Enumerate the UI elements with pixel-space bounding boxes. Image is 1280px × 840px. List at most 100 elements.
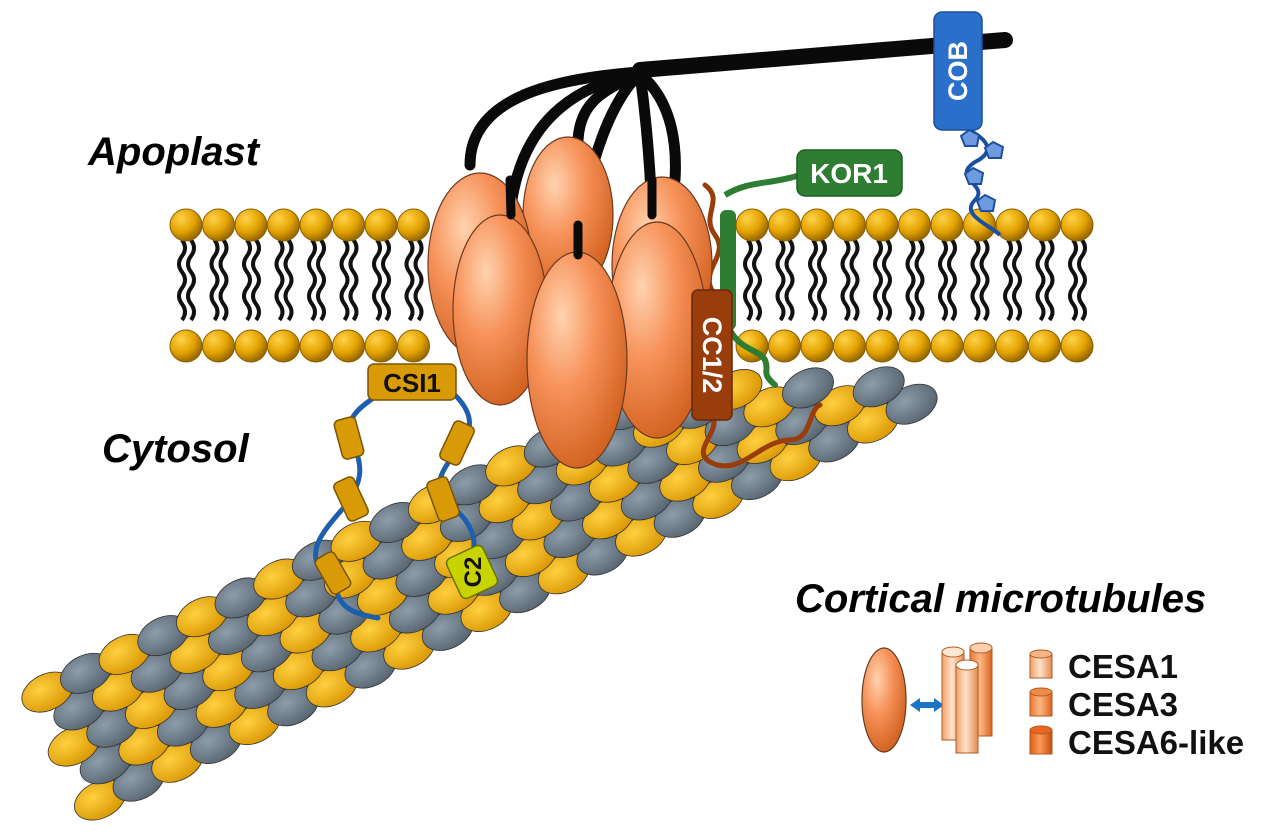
c2-domain: C2	[445, 544, 499, 600]
lipid-tail	[840, 238, 851, 322]
cesa-complex	[427, 136, 713, 469]
lipid-tails	[177, 238, 1087, 322]
glycan-icon	[983, 140, 1005, 159]
armadillo-repeat	[314, 551, 352, 595]
lipid-head	[963, 208, 996, 242]
lipid-tail	[979, 238, 990, 322]
armadillo-repeat	[333, 476, 369, 522]
cc-protein: CC1/2	[691, 289, 733, 421]
lipid-head	[267, 208, 300, 242]
lipid-head	[865, 329, 899, 363]
lipid-tail	[218, 238, 229, 322]
lipid-head	[963, 329, 996, 363]
lipid-head	[332, 208, 365, 242]
lipid-tail	[817, 238, 827, 322]
lipid-tail	[1012, 238, 1022, 322]
lipid-tail	[209, 238, 220, 322]
lipid-tail	[743, 238, 753, 322]
lipid-tail	[882, 238, 892, 322]
lipid-tail	[251, 238, 261, 322]
lipid-head	[299, 208, 333, 242]
lipid-tail	[339, 238, 350, 322]
lipid-head	[364, 208, 398, 242]
cc-label: CC1/2	[697, 317, 727, 394]
lipid-head	[800, 208, 834, 242]
lipid-head	[735, 208, 769, 242]
lipid-head	[898, 329, 931, 363]
lipid-head	[397, 329, 430, 363]
lipid-tail	[242, 238, 252, 322]
lipid-tail	[775, 238, 786, 322]
lipid-head	[1028, 329, 1061, 363]
lipid-head	[865, 208, 899, 242]
lipid-tail	[752, 238, 762, 322]
lipid-tail	[274, 238, 285, 322]
lipid-head	[234, 208, 268, 242]
lipid-head	[1028, 208, 1061, 242]
lipid-tail	[938, 238, 948, 322]
lipid-tail	[849, 238, 860, 322]
lipid-head	[768, 329, 801, 363]
lipid-head	[169, 329, 203, 363]
apoplast-label: Apoplast	[87, 130, 261, 174]
lipid-head	[1060, 208, 1094, 242]
glycan-icon	[959, 128, 981, 147]
lipid-head	[332, 329, 365, 363]
lipid-tail	[413, 238, 424, 322]
lipid-head	[898, 208, 931, 242]
csi1-label: CSI1	[383, 368, 441, 398]
csi1-protein: CSI1 C2	[313, 363, 499, 621]
lipid-tail	[905, 238, 916, 322]
lipid-head	[930, 329, 964, 363]
lipid-head	[202, 329, 235, 363]
lipid-tail	[1044, 238, 1055, 322]
lipid-heads	[169, 208, 1094, 363]
cesa-subunit-icon	[861, 647, 907, 753]
lipid-head	[768, 208, 801, 242]
kor1-label: KOR1	[810, 158, 888, 189]
glycan-icon	[975, 193, 997, 212]
microtubules-label: Cortical microtubules	[795, 577, 1206, 621]
cob-label: COB	[943, 41, 973, 101]
lipid-tail	[873, 238, 883, 322]
lipid-head	[234, 329, 268, 363]
lipid-tail	[177, 238, 187, 322]
armadillo-repeat	[333, 416, 365, 460]
armadillo-repeat	[439, 420, 475, 466]
legend-item: CESA3	[1029, 686, 1178, 723]
lipid-tail	[1035, 238, 1046, 322]
lipid-tail	[283, 238, 294, 322]
lipid-tail	[914, 238, 925, 322]
lipid-tail	[808, 238, 818, 322]
double-arrow-icon	[910, 698, 944, 712]
lipid-tail	[1068, 238, 1078, 322]
cob-protein: COB	[933, 11, 1005, 237]
legend-item: CESA6-like	[1029, 724, 1244, 761]
lipid-head	[267, 329, 300, 363]
cesa-trimer-icon	[941, 642, 993, 754]
lipid-tail	[348, 238, 359, 322]
lipid-head	[995, 208, 1029, 242]
lipid-head	[202, 208, 235, 242]
lipid-head	[299, 329, 333, 363]
lipid-tail	[1003, 238, 1013, 322]
lipid-head	[800, 329, 834, 363]
legend-item: CESA1	[1029, 648, 1178, 685]
legend-label: CESA1	[1068, 648, 1178, 685]
lipid-tail	[381, 238, 391, 322]
lipid-tail	[307, 238, 317, 322]
armadillo-repeat	[426, 476, 460, 522]
kor1-tag	[796, 149, 903, 197]
lipid-tail	[1077, 238, 1087, 322]
lipid-tail	[947, 238, 957, 322]
lipid-tail	[372, 238, 382, 322]
csi1-tag	[367, 363, 457, 401]
lipid-head	[364, 329, 398, 363]
beta-tubulin	[782, 367, 834, 409]
lipid-head	[1060, 329, 1094, 363]
lipid-head	[169, 208, 203, 242]
c2-label: C2	[460, 557, 487, 588]
lipid-head	[995, 329, 1029, 363]
cob-tag	[933, 11, 983, 131]
